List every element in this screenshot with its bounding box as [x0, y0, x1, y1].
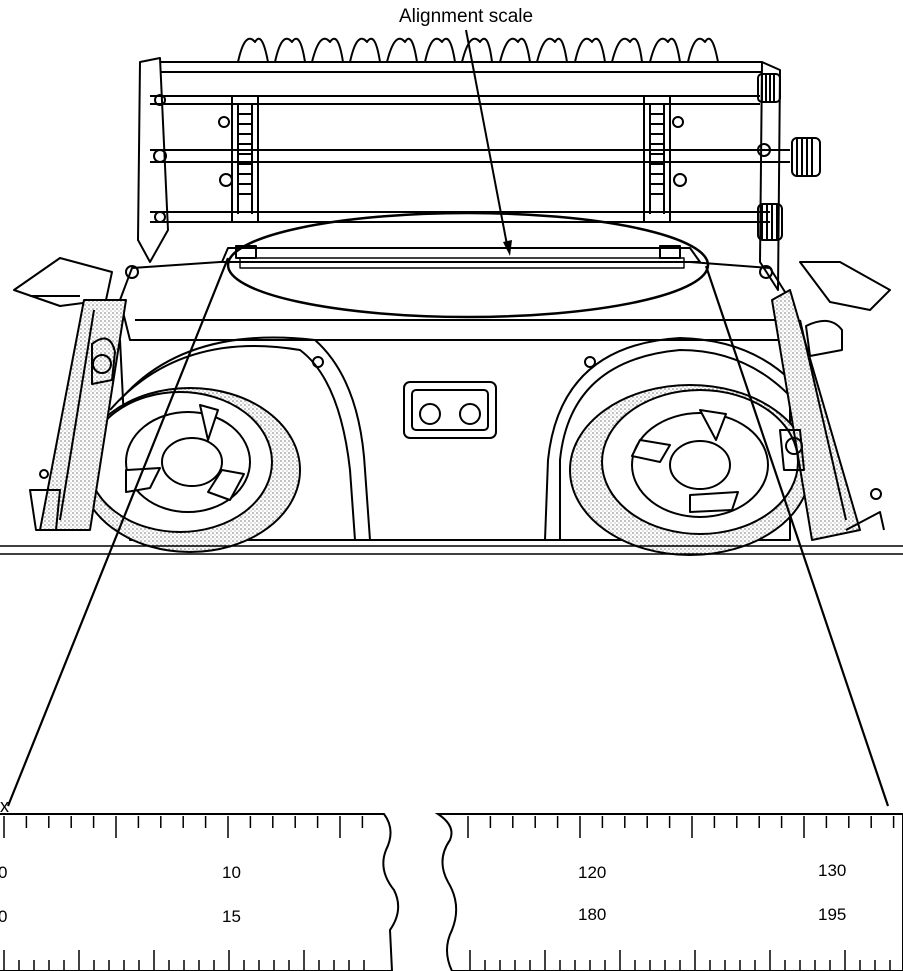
magnify-ellipse — [226, 211, 710, 319]
pointer-marker: x — [0, 796, 9, 816]
scale-left-bottom-ticks — [3, 950, 365, 970]
left-spool — [79, 387, 301, 553]
callout-leader — [465, 29, 509, 251]
tractor-left — [218, 95, 259, 223]
scale-left-row2-label-b: 15 — [222, 907, 241, 926]
right-side-frame — [759, 61, 781, 291]
scale-right-outline — [434, 813, 903, 971]
carriage-top — [119, 261, 791, 341]
scale-right-bottom-ticks — [469, 950, 891, 970]
tractor-fingers — [237, 37, 719, 63]
rod-middle — [150, 149, 790, 163]
scale-right-row2-label-a: 180 — [578, 905, 606, 924]
table-line — [0, 545, 903, 555]
scale-right-row2-label-b: 195 — [818, 905, 846, 924]
scale-left-top-ticks — [3, 816, 364, 838]
scale-left-outline — [0, 813, 400, 971]
scale-left-row2-label-a: 0 — [0, 907, 7, 926]
left-spool-housing — [109, 345, 356, 541]
scale-left-row1-label-a: 0 — [0, 863, 7, 882]
right-spool — [569, 384, 811, 556]
scale-magnified-right: 120 130 180 195 — [434, 813, 903, 971]
projection-line-right — [704, 265, 890, 807]
callout-label: Alignment scale — [399, 6, 533, 27]
left-side-frame — [137, 57, 169, 263]
right-bracket — [771, 261, 891, 541]
right-spool-housing — [559, 349, 811, 540]
right-knobs — [757, 73, 821, 241]
rod-upper — [150, 95, 760, 105]
print-bar — [221, 247, 701, 263]
tractor-right — [643, 95, 687, 223]
scale-right-row1-label-a: 120 — [578, 863, 606, 882]
top-frame — [160, 61, 762, 73]
projection-line-left — [6, 257, 230, 807]
scale-magnified-left: 0 10 0 15 — [0, 813, 400, 971]
left-bracket — [13, 257, 127, 531]
scale-right-row1-label-b: 130 — [818, 861, 846, 880]
printer-illustration — [0, 37, 903, 556]
callout-arrowhead — [503, 240, 512, 256]
scale-left-row1-label-b: 10 — [222, 863, 241, 882]
scale-right-top-ticks — [467, 816, 895, 838]
ribbon-badge — [403, 381, 497, 439]
alignment-scale-strip — [239, 257, 685, 269]
